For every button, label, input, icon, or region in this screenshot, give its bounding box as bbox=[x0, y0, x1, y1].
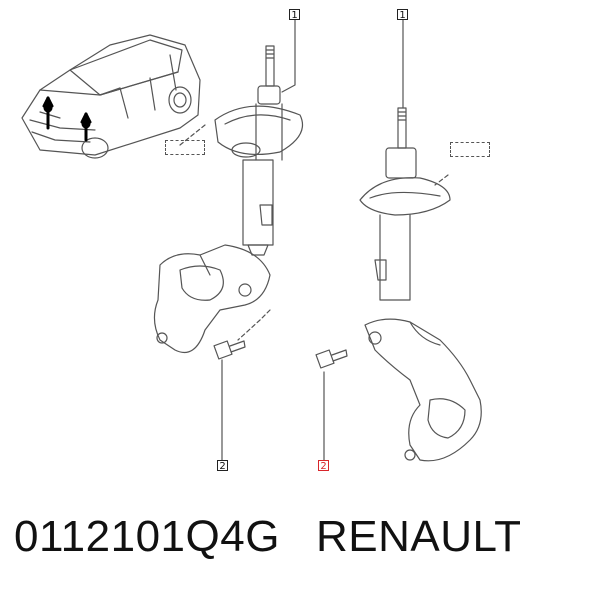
right-steering-knuckle bbox=[364, 318, 482, 462]
right-shock-absorber bbox=[359, 107, 451, 301]
left-steering-knuckle bbox=[153, 244, 271, 354]
exploded-parts-diagram bbox=[21, 18, 482, 462]
left-reference-box bbox=[165, 140, 205, 155]
callout-right-bolt: 2 bbox=[318, 460, 329, 472]
front-strut-arrows bbox=[42, 96, 92, 142]
callout-right-strut: 1 bbox=[397, 9, 408, 21]
brand-name: RENAULT bbox=[315, 512, 522, 561]
right-reference-box bbox=[450, 142, 490, 157]
right-bolt bbox=[315, 349, 348, 369]
part-number: 0112101Q4G bbox=[14, 512, 280, 561]
left-shock-absorber bbox=[214, 45, 304, 256]
car-illustration bbox=[21, 34, 201, 159]
callout-left-strut: 1 bbox=[289, 9, 300, 21]
footer-caption: 0112101Q4G RENAULT bbox=[14, 512, 522, 562]
callout-left-bolt: 2 bbox=[217, 460, 228, 472]
left-bolt bbox=[213, 340, 246, 360]
